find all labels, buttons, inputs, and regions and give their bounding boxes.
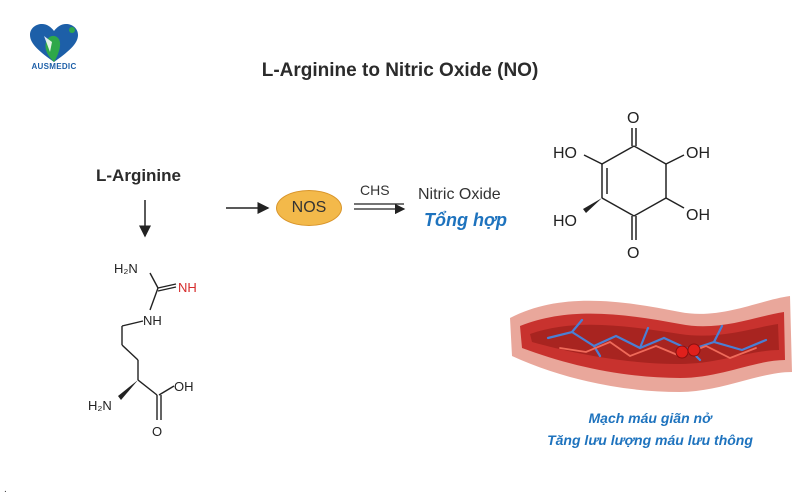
atom-h2n-alpha: H₂N [88,398,112,413]
blood-cell [687,343,701,357]
page-title: L-Arginine to Nitric Oxide (NO) [261,60,539,81]
heart-logo-icon [30,24,78,62]
atom-ho-left-bottom: HO [553,213,577,230]
arginine-label: L-Arginine [96,166,181,185]
product-label: Nitric Oxide [418,186,501,203]
footer-mark: . [4,484,7,495]
arginine-structure [121,272,177,420]
quinone-structure [583,128,685,240]
atom-oh-right-bottom: OH [686,207,710,224]
nos-enzyme-pill: NOS [276,190,342,226]
atom-o: O [152,424,162,439]
atom-o-bottom: O [627,245,639,262]
blood-vessel-illustration [510,296,792,392]
product-caption: Tổng hợp [424,210,508,230]
atom-h2n-top: H₂N [114,261,138,276]
atom-oh-right-top: OH [686,145,710,162]
vessel-caption-line2: Tăng lưu lượng máu lưu thông [547,432,753,448]
brand-name: AUSMEDIC [31,62,77,71]
vessel-caption-line1: Mạch máu giãn nở [588,410,712,426]
blood-cell [675,345,689,359]
atom-ho-left-top: HO [553,145,577,162]
atom-o-top: O [627,110,639,127]
atom-nh-chain: NH [143,313,162,328]
atom-nh-imine: NH [178,280,197,295]
reaction-label: CHS [360,182,390,198]
atom-oh: OH [174,379,194,394]
ausmedic-logo [22,22,86,78]
nos-label: NOS [291,199,327,216]
wedge-bond [118,380,138,400]
quinone-wedge [583,198,602,213]
